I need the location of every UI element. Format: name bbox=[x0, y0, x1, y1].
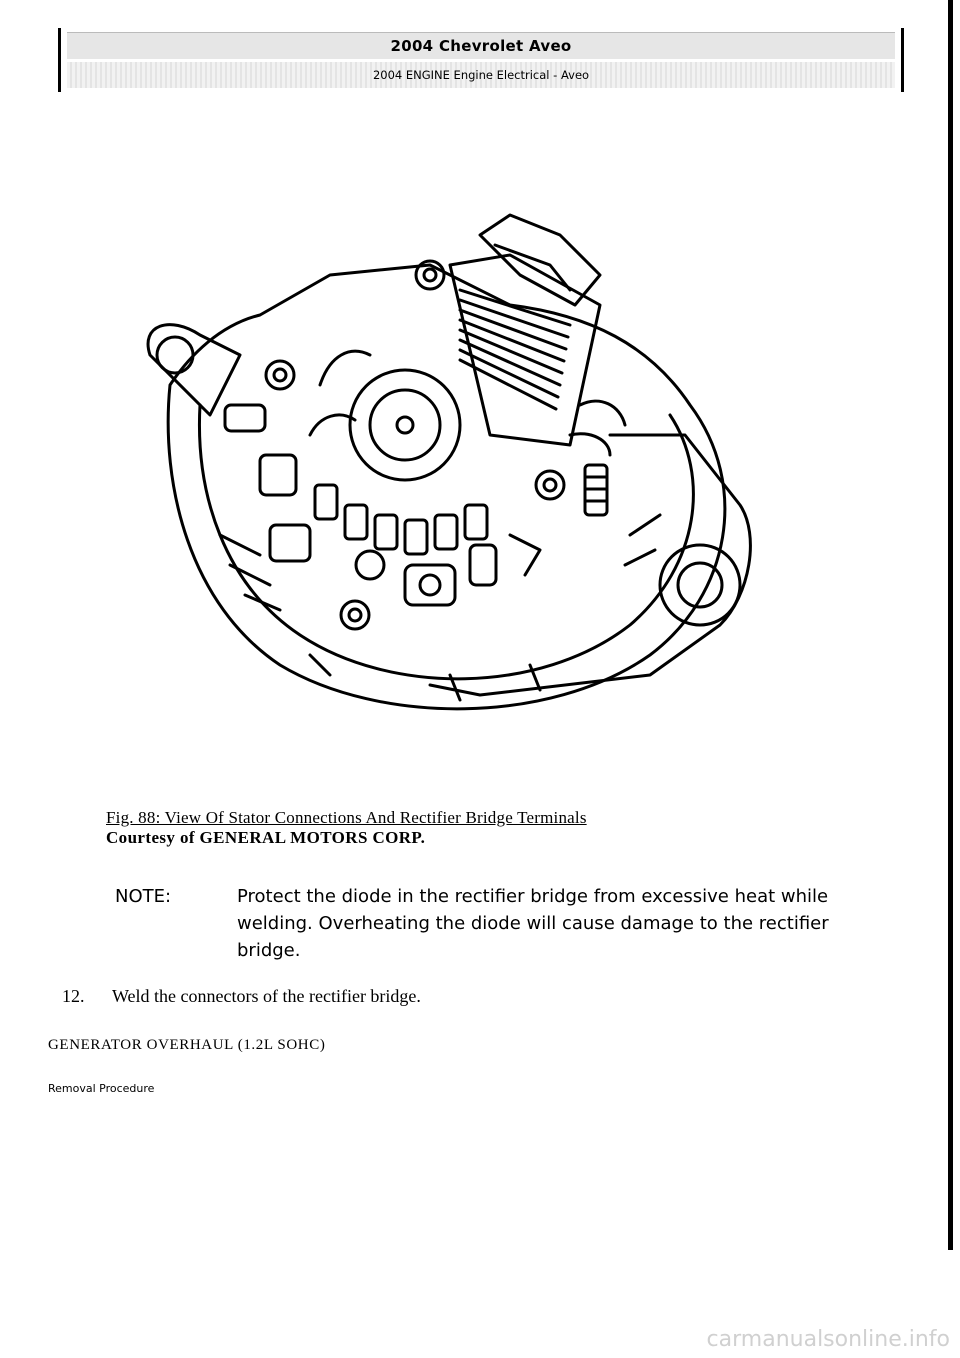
header-subtitle: 2004 ENGINE Engine Electrical - Aveo bbox=[67, 62, 895, 88]
figure-caption: Fig. 88: View Of Stator Connections And … bbox=[106, 808, 587, 827]
header-title: 2004 Chevrolet Aveo bbox=[67, 32, 895, 59]
generator-illustration bbox=[146, 213, 752, 711]
section-heading: GENERATOR OVERHAUL (1.2L SOHC) bbox=[48, 1037, 326, 1053]
step-text: Weld the connectors of the rectifier bri… bbox=[112, 986, 421, 1006]
figure-caption-block: Fig. 88: View Of Stator Connections And … bbox=[106, 808, 587, 848]
sub-heading: Removal Procedure bbox=[48, 1082, 155, 1095]
procedure-step: 12. Weld the connectors of the rectifier … bbox=[62, 986, 421, 1007]
note-text: Protect the diode in the rectifier bridg… bbox=[237, 886, 829, 961]
note-label: NOTE: bbox=[115, 886, 172, 907]
site-watermark: carmanualsonline.info bbox=[706, 1327, 950, 1352]
figure-courtesy: Courtesy of GENERAL MOTORS CORP. bbox=[106, 828, 426, 847]
page-border-rule bbox=[948, 0, 953, 1250]
document-header: 2004 Chevrolet Aveo 2004 ENGINE Engine E… bbox=[58, 28, 904, 92]
step-number: 12. bbox=[62, 986, 85, 1006]
